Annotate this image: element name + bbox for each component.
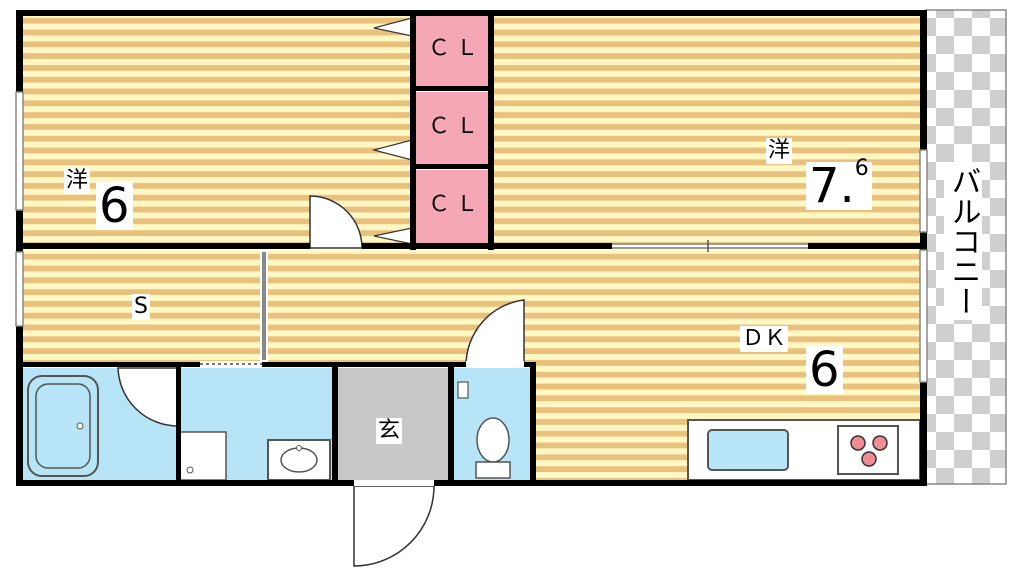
stove-burner-icon bbox=[861, 451, 877, 467]
bathtub-icon bbox=[27, 375, 99, 477]
western-room-left-size: 6 bbox=[96, 182, 133, 230]
closet-2 bbox=[416, 92, 490, 166]
western-room-right-floor bbox=[492, 14, 922, 246]
kitchen-sink bbox=[707, 429, 789, 471]
western-room-left-label: 洋 bbox=[64, 168, 91, 194]
closet-3-label: ＣＬ bbox=[428, 192, 485, 217]
stove-burner-icon bbox=[850, 435, 866, 451]
stove-burner-icon bbox=[872, 435, 888, 451]
closet-2-label: ＣＬ bbox=[428, 114, 485, 139]
washing-machine-space bbox=[179, 431, 227, 481]
dk-size: 6 bbox=[806, 346, 843, 394]
western-room-left-floor bbox=[20, 14, 412, 246]
entrance-label: 玄 bbox=[376, 418, 403, 444]
closet-3 bbox=[416, 170, 490, 244]
closet-1-label: ＣＬ bbox=[428, 36, 485, 61]
western-room-right-size: 7.6 bbox=[806, 158, 872, 210]
dk-floor-upper bbox=[266, 250, 922, 364]
toilet-tank bbox=[475, 461, 511, 479]
storage-room-label: S bbox=[132, 294, 150, 320]
western-room-right-size-main: 7. bbox=[809, 158, 855, 214]
toilet-icon bbox=[476, 417, 510, 463]
western-room-right-label: 洋 bbox=[766, 138, 793, 164]
dk-label: ＤＫ bbox=[740, 326, 789, 352]
walls bbox=[16, 10, 927, 486]
window-icon bbox=[15, 91, 928, 383]
stove bbox=[837, 425, 899, 475]
balcony-label: バルコニー bbox=[944, 162, 982, 320]
western-room-right-size-decimal: 6 bbox=[854, 156, 869, 181]
closet-door-icon bbox=[371, 17, 413, 245]
closet-1 bbox=[416, 14, 490, 88]
